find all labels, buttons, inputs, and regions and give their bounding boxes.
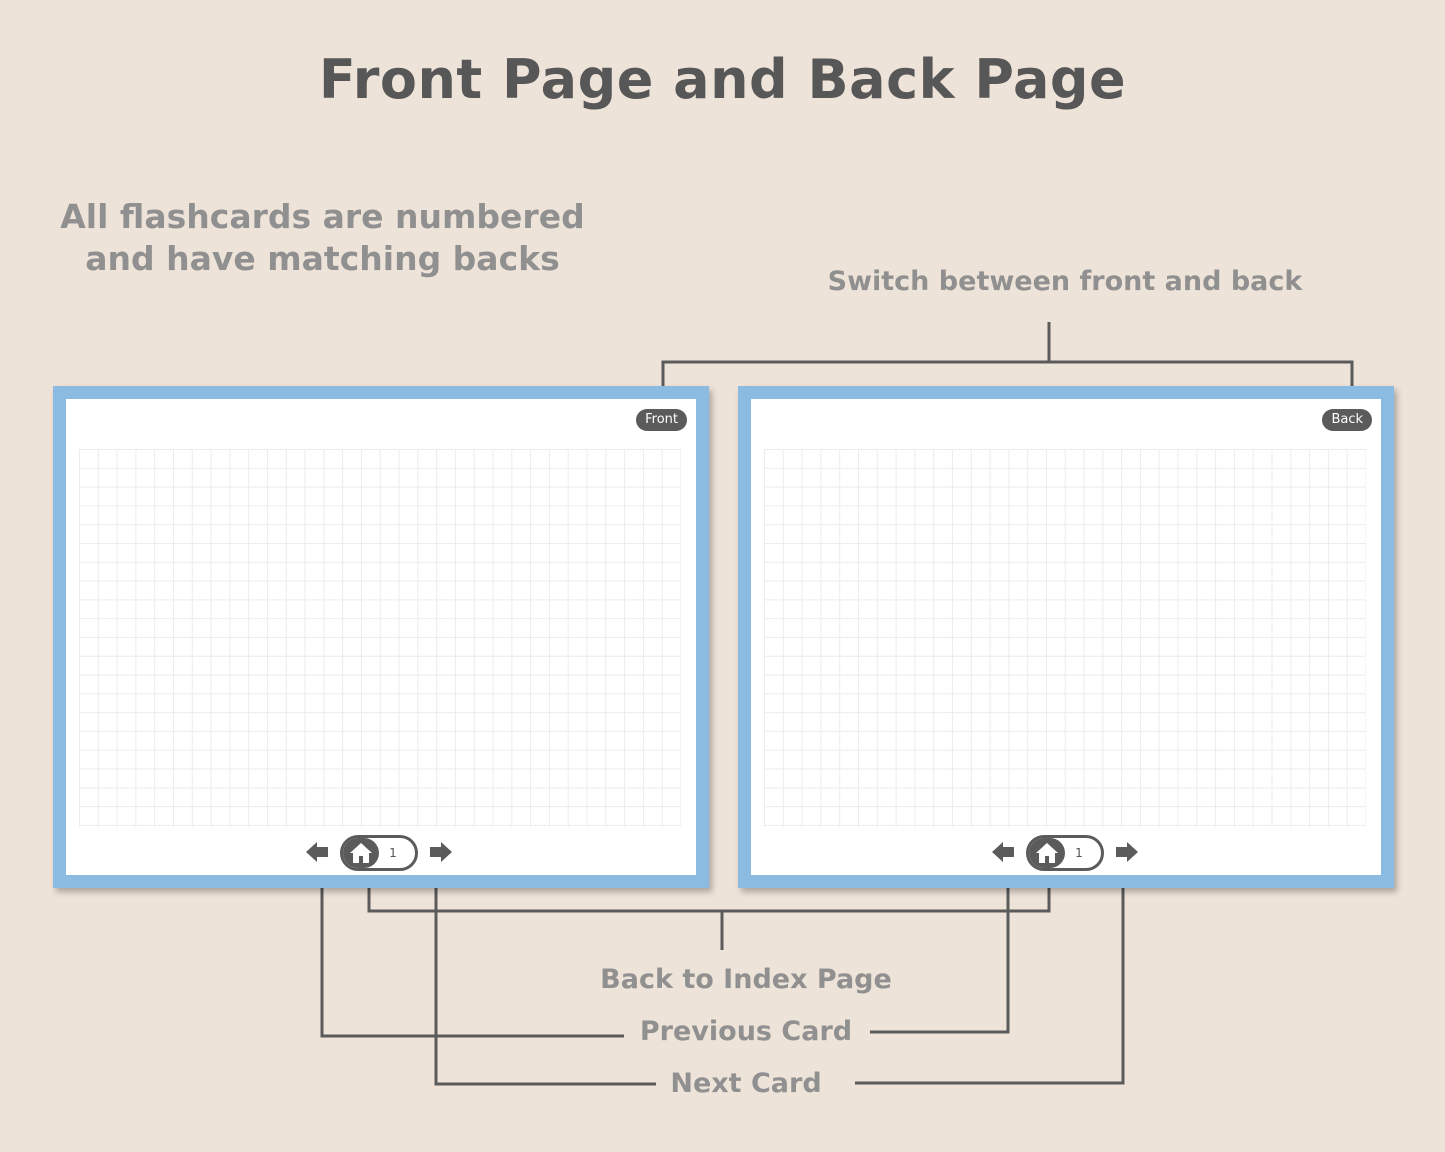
- page-title: Front Page and Back Page: [318, 48, 1127, 111]
- grid-paper: [764, 449, 1366, 827]
- next-connector-left: [434, 868, 656, 1086]
- previous-label: Previous Card: [639, 1016, 853, 1047]
- numbered-note-line-2: and have matching backs: [85, 239, 560, 278]
- home-icon: [350, 843, 372, 863]
- back-toggle-button[interactable]: Back: [1322, 409, 1372, 431]
- numbered-note: All flashcards are numbered and have mat…: [40, 196, 605, 280]
- home-button[interactable]: [343, 838, 379, 868]
- previous-connector-left: [320, 874, 624, 1038]
- front-toggle-button[interactable]: Front: [636, 409, 687, 431]
- card-navigation: 1: [304, 835, 454, 871]
- previous-arrow-icon[interactable]: [990, 839, 1016, 865]
- switch-bracket: [661, 360, 1354, 400]
- card-number: 1: [1075, 846, 1083, 860]
- home-button[interactable]: [1029, 838, 1065, 868]
- next-arrow-icon[interactable]: [1114, 839, 1140, 865]
- numbered-note-line-1: All flashcards are numbered: [60, 197, 585, 236]
- next-connector-right: [855, 868, 1125, 1085]
- switch-note: Switch between front and back: [827, 266, 1303, 297]
- front-card: Front 1: [53, 386, 709, 888]
- previous-arrow-icon[interactable]: [304, 839, 330, 865]
- index-label: Back to Index Page: [600, 964, 892, 995]
- grid-paper: [79, 449, 681, 827]
- card-number: 1: [389, 846, 397, 860]
- index-pill: 1: [340, 835, 418, 871]
- next-label: Next Card: [670, 1068, 822, 1099]
- next-arrow-icon[interactable]: [428, 839, 454, 865]
- index-connector: [367, 874, 1051, 913]
- card-navigation: 1: [990, 835, 1140, 871]
- index-pill: 1: [1026, 835, 1104, 871]
- back-card: Back 1: [738, 386, 1394, 888]
- home-icon: [1036, 843, 1058, 863]
- previous-connector-right: [870, 868, 1010, 1034]
